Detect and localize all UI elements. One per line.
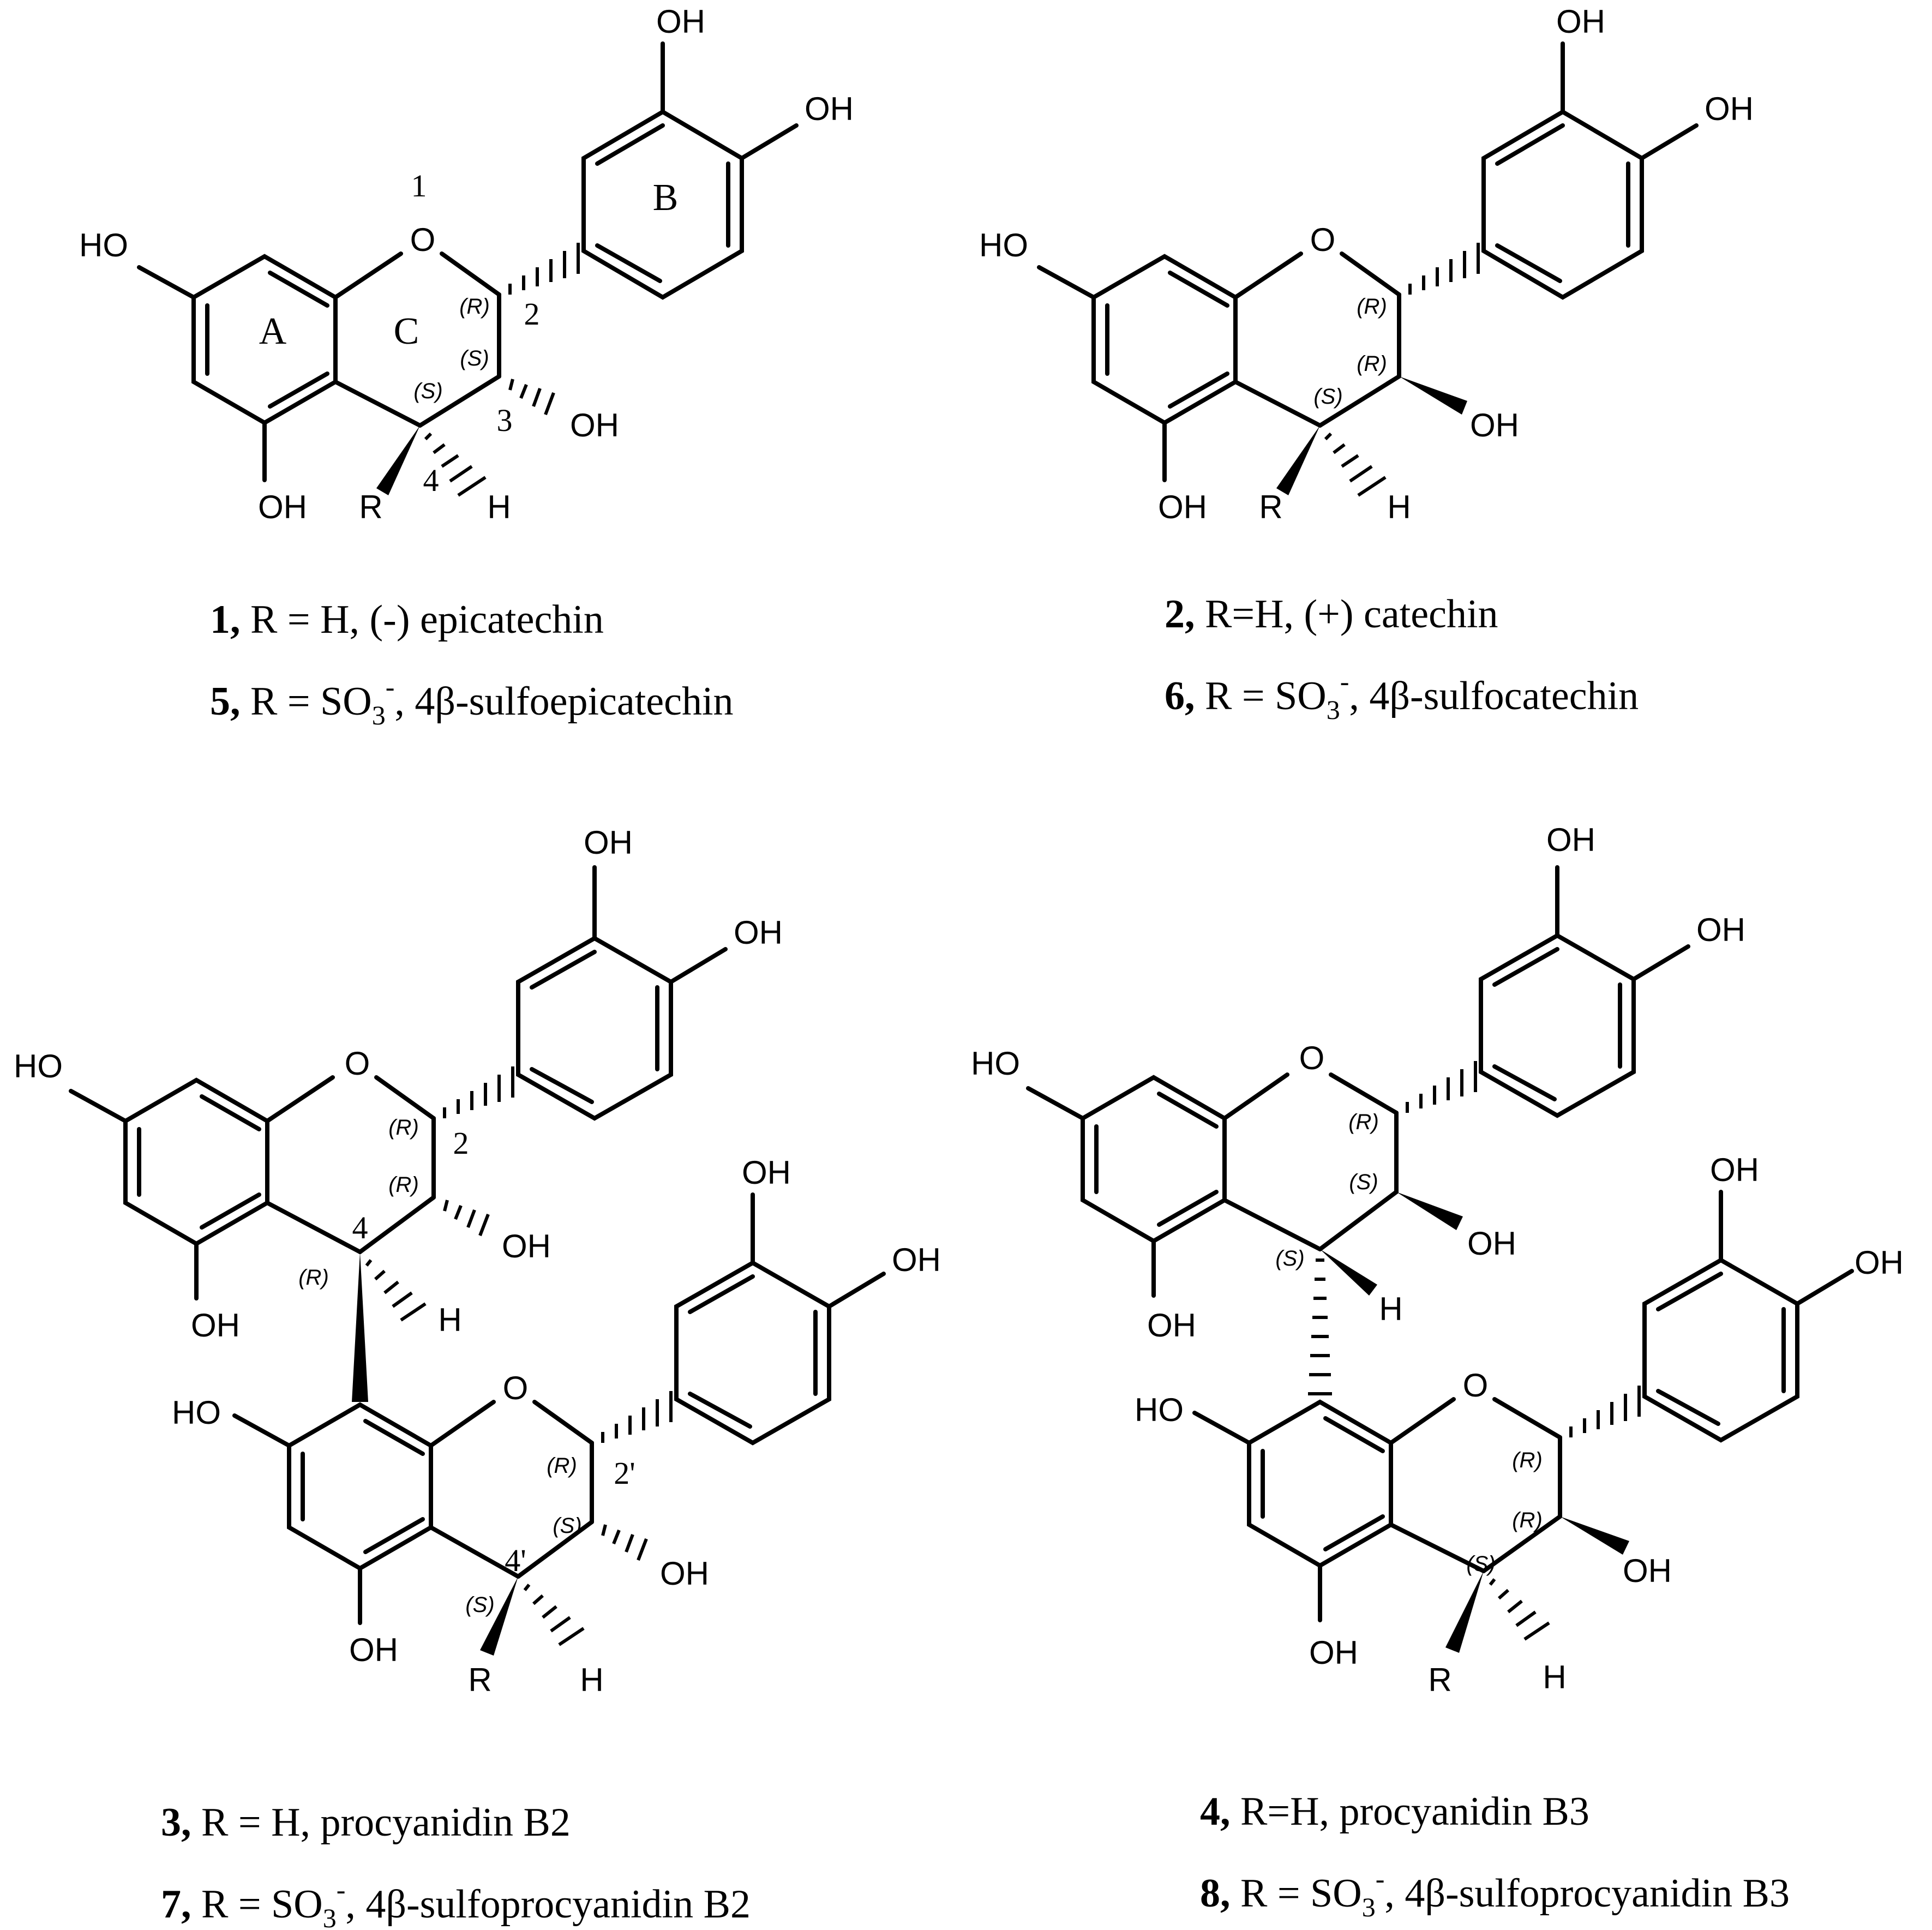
stereo-4-c4: (S): [1275, 1246, 1304, 1270]
atom-oh-3c: OH: [734, 914, 783, 951]
atom-oh-4a: OH: [1147, 1307, 1196, 1344]
atom-oh-4c: OH: [1696, 912, 1745, 948]
caption-6: 6, R = SO3-, 4β-sulfocatechin: [1165, 666, 1639, 725]
atom-r-2: R: [1259, 489, 1282, 525]
atom-oh-3a: OH: [191, 1307, 240, 1344]
atom-h-3a: H: [438, 1302, 461, 1338]
atom-o-3b: O: [503, 1370, 529, 1406]
atom-h-1: H: [487, 489, 511, 525]
stereo-2-c2: (R): [1357, 295, 1387, 319]
caption-1: 1, R = H, (-) epicatechin: [210, 597, 604, 642]
atom-r-1: R: [359, 489, 382, 525]
atom-oh-3b: OH: [584, 824, 633, 861]
atom-h-3b: H: [580, 1662, 603, 1698]
atom-r-3: R: [468, 1662, 491, 1698]
stereo-3-c3p: (S): [553, 1514, 581, 1538]
atom-r-4: R: [1428, 1662, 1451, 1698]
num-2: 2: [524, 296, 540, 332]
atom-oh-3e: OH: [349, 1632, 398, 1668]
atom-oh-2d: OH: [1470, 407, 1519, 443]
atom-oh-4f: OH: [1710, 1152, 1759, 1188]
atom-oh-2a: OH: [1158, 489, 1207, 525]
stereo-4-c2: (R): [1348, 1110, 1379, 1134]
stereo-4-c3p: (R): [1512, 1508, 1543, 1532]
stereo-2-c4: (S): [1313, 385, 1342, 409]
stereo-1-c2: (R): [459, 295, 490, 319]
caption-4: 4, R=H, procyanidin B3: [1200, 1789, 1589, 1834]
atom-oh-1c: OH: [805, 91, 854, 127]
atom-oh-4e: OH: [1309, 1634, 1358, 1671]
atom-oh-4d: OH: [1467, 1225, 1516, 1262]
atom-oh-1d: OH: [570, 407, 619, 443]
atom-oh-4g: OH: [1855, 1244, 1904, 1281]
stereo-4-c3: (S): [1349, 1170, 1378, 1194]
atom-o-4a: O: [1299, 1040, 1325, 1076]
atom-ho-3a: HO: [14, 1048, 63, 1084]
stereo-3-c2: (R): [388, 1116, 419, 1140]
atom-h-4a: H: [1379, 1291, 1402, 1327]
atom-ho-2a: HO: [979, 227, 1028, 263]
atom-o-3a: O: [345, 1045, 370, 1082]
num-3-4: 4: [352, 1210, 368, 1245]
caption-7: 7, R = SO3-, 4β-sulfoprocyanidin B2: [161, 1874, 751, 1930]
num-4: 4: [423, 463, 439, 498]
atom-oh-2b: OH: [1556, 3, 1605, 40]
structure-4-procyanidin-b3: [1026, 865, 1854, 1653]
ring-label-b: B: [653, 177, 679, 219]
stereo-3-c2p: (R): [547, 1454, 577, 1478]
atom-o-1: O: [410, 221, 436, 258]
stereo-3-c4p: (S): [465, 1593, 494, 1617]
num-1: 1: [411, 168, 427, 203]
atom-ho-4b: HO: [1135, 1392, 1184, 1428]
num-3: 3: [497, 403, 513, 438]
atom-oh-1a: OH: [258, 489, 307, 525]
atom-h-4b: H: [1543, 1659, 1566, 1695]
structure-3-procyanidin-b2: [69, 865, 886, 1656]
atom-ho-4a: HO: [971, 1045, 1020, 1082]
stereo-4-c2p: (R): [1512, 1448, 1543, 1472]
atom-ho-3b: HO: [172, 1394, 221, 1431]
atom-oh-3d: OH: [502, 1228, 551, 1264]
structure-2-catechin: [1037, 41, 1699, 497]
atom-oh-4b: OH: [1546, 822, 1595, 858]
num-3-2p: 2': [614, 1455, 635, 1491]
atom-oh-3f: OH: [742, 1154, 791, 1191]
atom-oh-3g: OH: [892, 1242, 941, 1278]
caption-8: 8, R = SO3-, 4β-sulfoprocyanidin B3: [1200, 1863, 1790, 1922]
atom-ho-1a: HO: [79, 227, 128, 263]
stereo-2-c3: (R): [1357, 352, 1387, 376]
atom-oh-3h: OH: [660, 1555, 709, 1592]
stereo-3-c4: (R): [298, 1266, 329, 1290]
stereo-4-c4p: (S): [1466, 1552, 1495, 1576]
num-3-4p: 4': [505, 1543, 526, 1578]
ring-label-c: C: [394, 310, 419, 352]
structure-1-epicatechin: [137, 41, 799, 497]
stereo-3-c3: (R): [388, 1173, 419, 1197]
caption-2: 2, R=H, (+) catechin: [1165, 592, 1498, 637]
caption-3: 3, R = H, procyanidin B2: [161, 1800, 571, 1845]
atom-h-2: H: [1387, 489, 1411, 525]
stereo-1-c3: (S): [460, 346, 489, 370]
caption-5: 5, R = SO3-, 4β-sulfoepicatechin: [210, 672, 734, 730]
atom-o-2: O: [1310, 221, 1336, 258]
atom-oh-4h: OH: [1623, 1553, 1672, 1589]
atom-o-4b: O: [1463, 1367, 1489, 1404]
atom-oh-1b: OH: [656, 3, 705, 40]
ring-label-a: A: [259, 310, 287, 352]
num-3-2: 2: [453, 1125, 469, 1161]
stereo-1-c4: (S): [413, 379, 442, 403]
atom-oh-2c: OH: [1705, 91, 1754, 127]
